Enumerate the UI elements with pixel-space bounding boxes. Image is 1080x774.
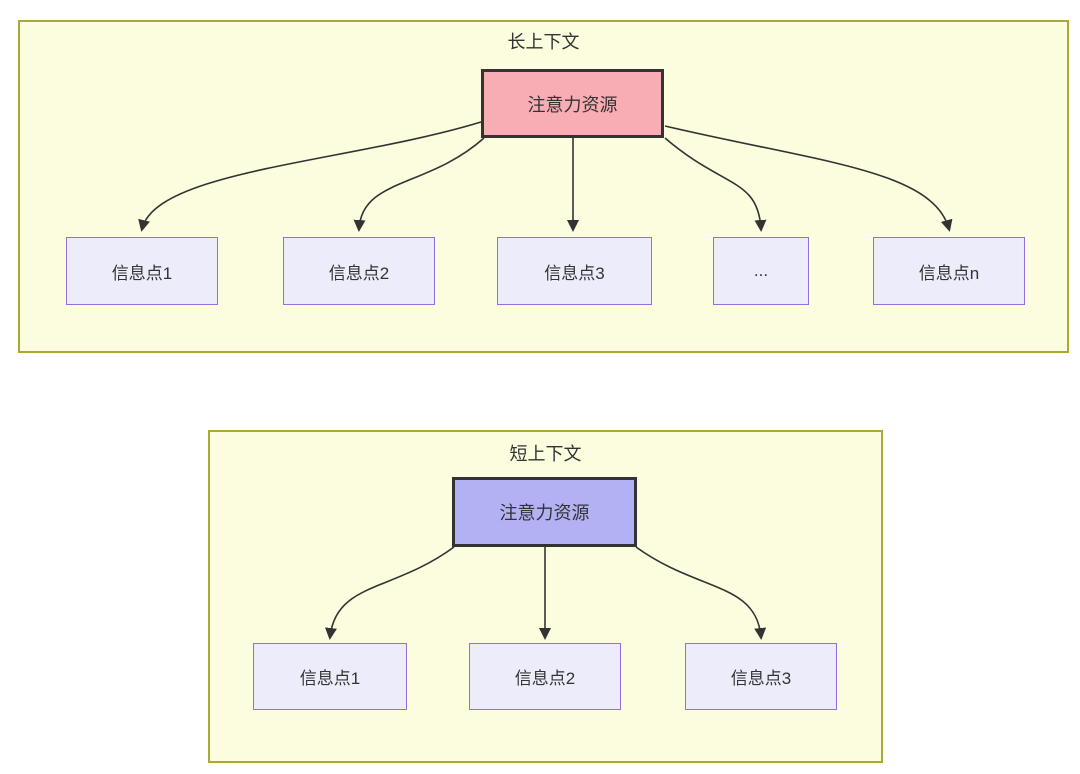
short-context-title: 短上下文 — [509, 444, 582, 464]
short-info-node-2: 信息点2 — [469, 643, 621, 710]
long-info-node-1: 信息点1 — [66, 237, 218, 305]
short-info-node-3: 信息点3 — [685, 643, 837, 710]
long-context-title: 长上下文 — [507, 32, 580, 52]
short-info-node-1: 信息点1 — [253, 643, 407, 710]
arrow-long-to-node1 — [138, 121, 482, 232]
arrow-short-to-node3 — [635, 546, 767, 640]
arrow-long-to-node5 — [664, 125, 953, 232]
arrow-short-to-node1 — [325, 546, 455, 640]
long-info-node-n: 信息点n — [873, 237, 1025, 305]
long-info-node-ellipsis: ... — [713, 237, 809, 305]
long-info-node-3: 信息点3 — [497, 237, 652, 305]
short-attention-box: 注意力资源 — [452, 477, 637, 547]
long-attention-box: 注意力资源 — [481, 69, 664, 138]
arrow-long-to-node4 — [664, 137, 767, 232]
long-context-panel: 长上下文 注意力资源 信息点1 信息点2 信息点3 ... 信息点n — [18, 20, 1069, 353]
arrow-long-to-node2 — [353, 137, 485, 232]
long-info-node-2: 信息点2 — [283, 237, 435, 305]
short-context-panel: 短上下文 注意力资源 信息点1 信息点2 信息点3 — [208, 430, 883, 763]
